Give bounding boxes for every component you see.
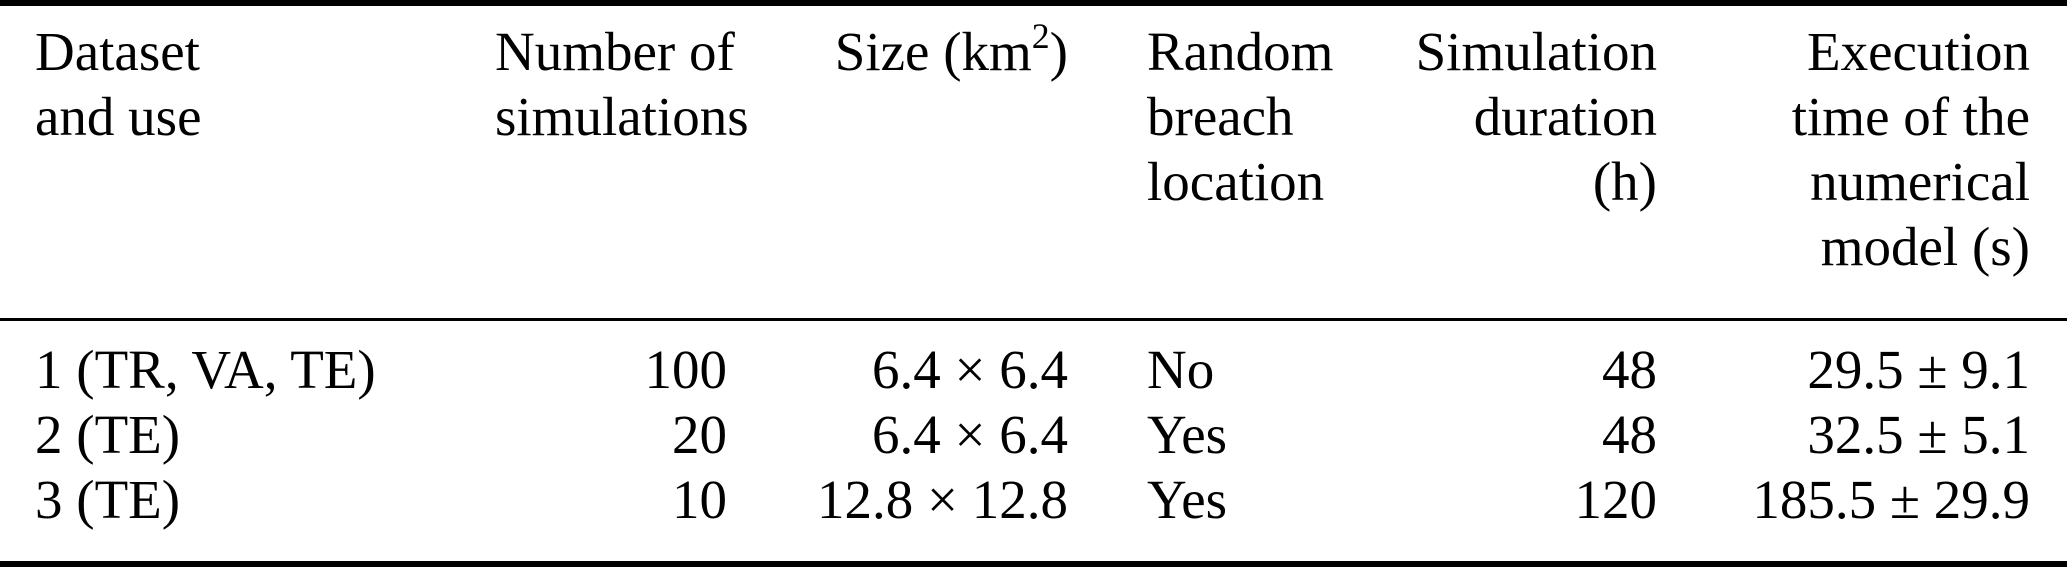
header-line: Dataset [35, 21, 200, 82]
header-line: (h) [1592, 151, 1657, 212]
header-line: duration [1473, 86, 1657, 147]
header-line: Execution [1807, 21, 2030, 82]
cell-random-breach: Yes [1147, 404, 1228, 465]
cell-num-simulations: 100 [644, 339, 728, 400]
cell-exec-time: 29.5 ± 9.1 [1807, 339, 2030, 400]
cell-size: 6.4 × 6.4 [871, 339, 1068, 400]
table-header-row: Dataset and use Number of simulations Si… [0, 3, 2067, 320]
cell-random-breach: No [1147, 339, 1215, 400]
table-row: 1 (TR, VA, TE) 100 6.4 × 6.4 No 48 29.5 … [0, 320, 2067, 403]
cell-num-simulations: 10 [672, 469, 727, 530]
cell-dataset: 3 (TE) [35, 469, 181, 530]
header-line: and use [35, 86, 202, 147]
size-label-suffix: ) [1049, 21, 1068, 82]
cell-dataset: 1 (TR, VA, TE) [35, 339, 376, 400]
header-cell-size: Size (km2) [727, 3, 1068, 320]
header-line: model (s) [1820, 216, 2030, 277]
superscript-2: 2 [1031, 15, 1050, 56]
table-row: 3 (TE) 10 12.8 × 12.8 Yes 120 185.5 ± 29… [0, 467, 2067, 564]
cell-sim-duration: 48 [1602, 339, 1657, 400]
header-cell-execution-time: Execution time of the numerical model (s… [1657, 3, 2067, 320]
cell-sim-duration: 48 [1602, 404, 1657, 465]
cell-random-breach: Yes [1147, 469, 1228, 530]
header-line: simulations [495, 86, 749, 147]
cell-num-simulations: 20 [672, 404, 727, 465]
cell-dataset: 2 (TE) [35, 404, 181, 465]
cell-exec-time: 32.5 ± 5.1 [1807, 404, 2030, 465]
header-cell-simulation-duration: Simulation duration (h) [1403, 3, 1657, 320]
header-line: time of the [1791, 86, 2030, 147]
size-label-prefix: Size (km [834, 21, 1032, 82]
header-cell-dataset-and-use: Dataset and use [0, 3, 495, 320]
cell-exec-time: 185.5 ± 29.9 [1752, 469, 2030, 530]
table-row: 2 (TE) 20 6.4 × 6.4 Yes 48 32.5 ± 5.1 [0, 402, 2067, 467]
cell-size: 12.8 × 12.8 [816, 469, 1068, 530]
header-line-size: Size (km2) [727, 15, 1068, 84]
header-line: Simulation [1415, 21, 1657, 82]
header-cell-number-of-simulations: Number of simulations [495, 3, 749, 320]
header-line: breach [1147, 86, 1294, 147]
header-line: Random [1147, 21, 1334, 82]
cell-sim-duration: 120 [1574, 469, 1658, 530]
header-line: Number of [495, 21, 735, 82]
header-cell-random-breach-location: Random breach location [1068, 3, 1403, 320]
cell-size: 6.4 × 6.4 [871, 404, 1068, 465]
header-line: location [1147, 151, 1325, 212]
header-line: numerical [1810, 151, 2030, 212]
